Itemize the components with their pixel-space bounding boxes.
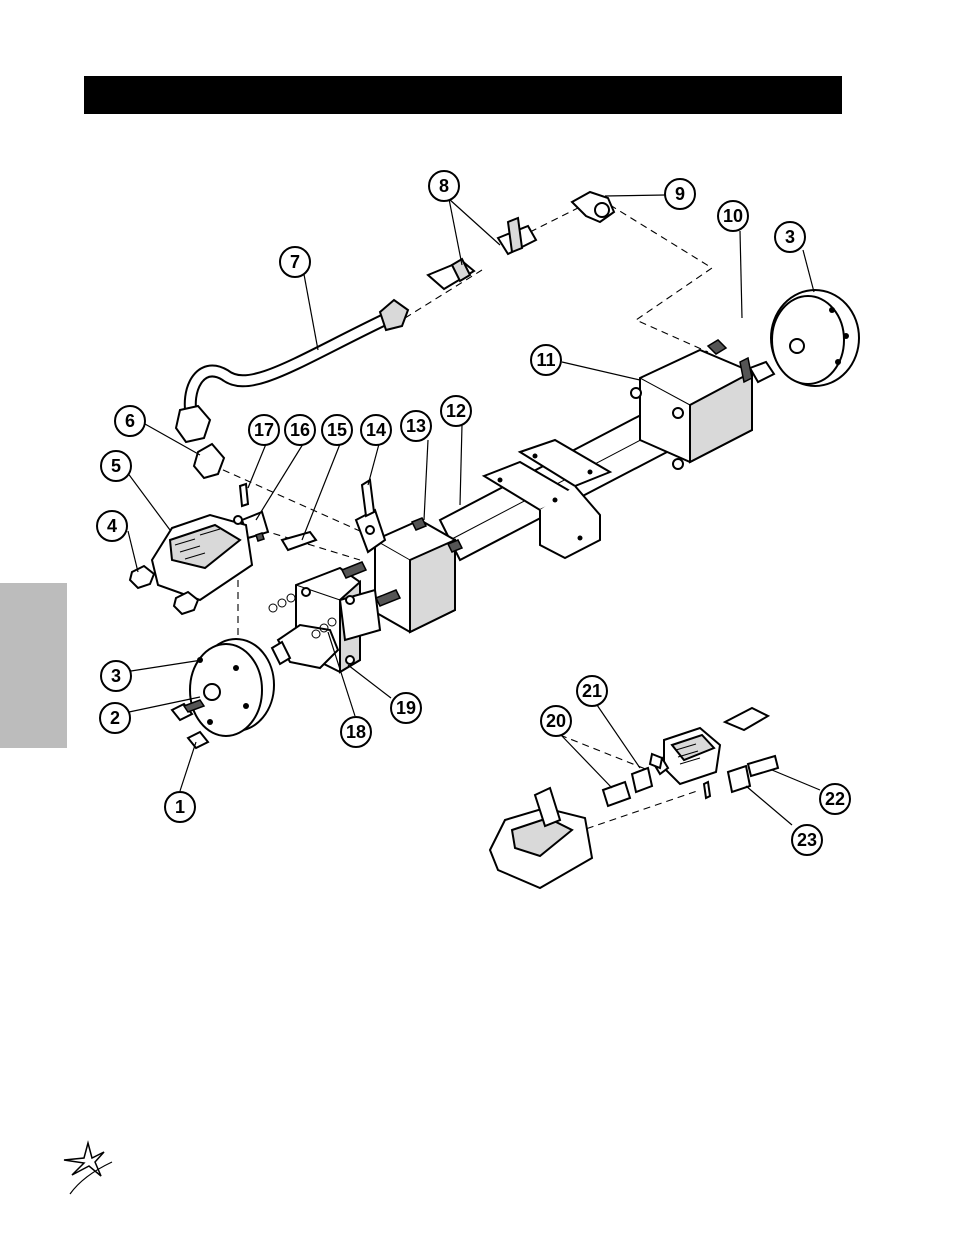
callout-8: 8 [428,170,460,202]
callout-13: 13 [400,410,432,442]
chapter-side-tab [0,583,67,748]
caliper-detail-inset [488,706,780,890]
axle-housing-left [268,518,456,674]
svg-text:17: 17 [254,420,274,440]
svg-text:15: 15 [327,420,347,440]
callout-3-right: 3 [774,221,806,253]
callout-15: 15 [321,414,353,446]
section-title-bar [84,76,842,114]
callout-6: 6 [114,405,146,437]
svg-text:11: 11 [536,350,555,370]
star-swoosh-logo-icon [63,1140,113,1195]
caliper-mount-parts [238,478,464,554]
svg-text:16: 16 [290,420,310,440]
callout-20: 20 [540,705,572,737]
callout-11: 11 [530,344,562,376]
svg-text:22: 22 [825,789,845,809]
mounting-brackets [481,438,613,560]
svg-text:10: 10 [723,206,743,226]
svg-text:12: 12 [446,401,466,421]
callout-17: 17 [248,414,280,446]
svg-text:6: 6 [125,411,135,431]
svg-text:4: 4 [107,516,117,536]
callout-3-left: 3 [100,660,132,692]
callout-23: 23 [791,824,823,856]
callout-5: 5 [100,450,132,482]
svg-text:3: 3 [111,666,121,686]
svg-text:23: 23 [797,830,817,850]
brake-caliper-left [128,513,254,616]
callout-4: 4 [96,510,128,542]
svg-text:7: 7 [290,252,300,272]
svg-text:1: 1 [175,797,185,817]
svg-text:9: 9 [675,184,685,204]
fittings [192,190,616,480]
brake-drum-right [770,289,860,387]
callout-12: 12 [440,395,472,427]
callout-7: 7 [279,246,311,278]
callout-22: 22 [819,783,851,815]
callout-1: 1 [164,791,196,823]
svg-text:8: 8 [439,176,449,196]
svg-text:20: 20 [546,711,566,731]
svg-text:14: 14 [366,420,386,440]
callout-21: 21 [576,675,608,707]
svg-text:18: 18 [346,722,366,742]
svg-text:21: 21 [582,681,602,701]
axle-housing-right [630,339,776,470]
callout-leaders [123,194,821,826]
svg-text:19: 19 [396,698,416,718]
svg-text:3: 3 [785,227,795,247]
brake-drum-left [170,638,275,750]
callout-16: 16 [284,414,316,446]
callout-10: 10 [717,200,749,232]
svg-text:13: 13 [406,416,426,436]
svg-text:2: 2 [110,708,120,728]
svg-text:5: 5 [111,456,121,476]
callout-18: 18 [340,716,372,748]
callout-9: 9 [664,178,696,210]
hydraulic-hose [174,298,410,444]
callout-14: 14 [360,414,392,446]
callout-19: 19 [390,692,422,724]
callout-2: 2 [99,702,131,734]
